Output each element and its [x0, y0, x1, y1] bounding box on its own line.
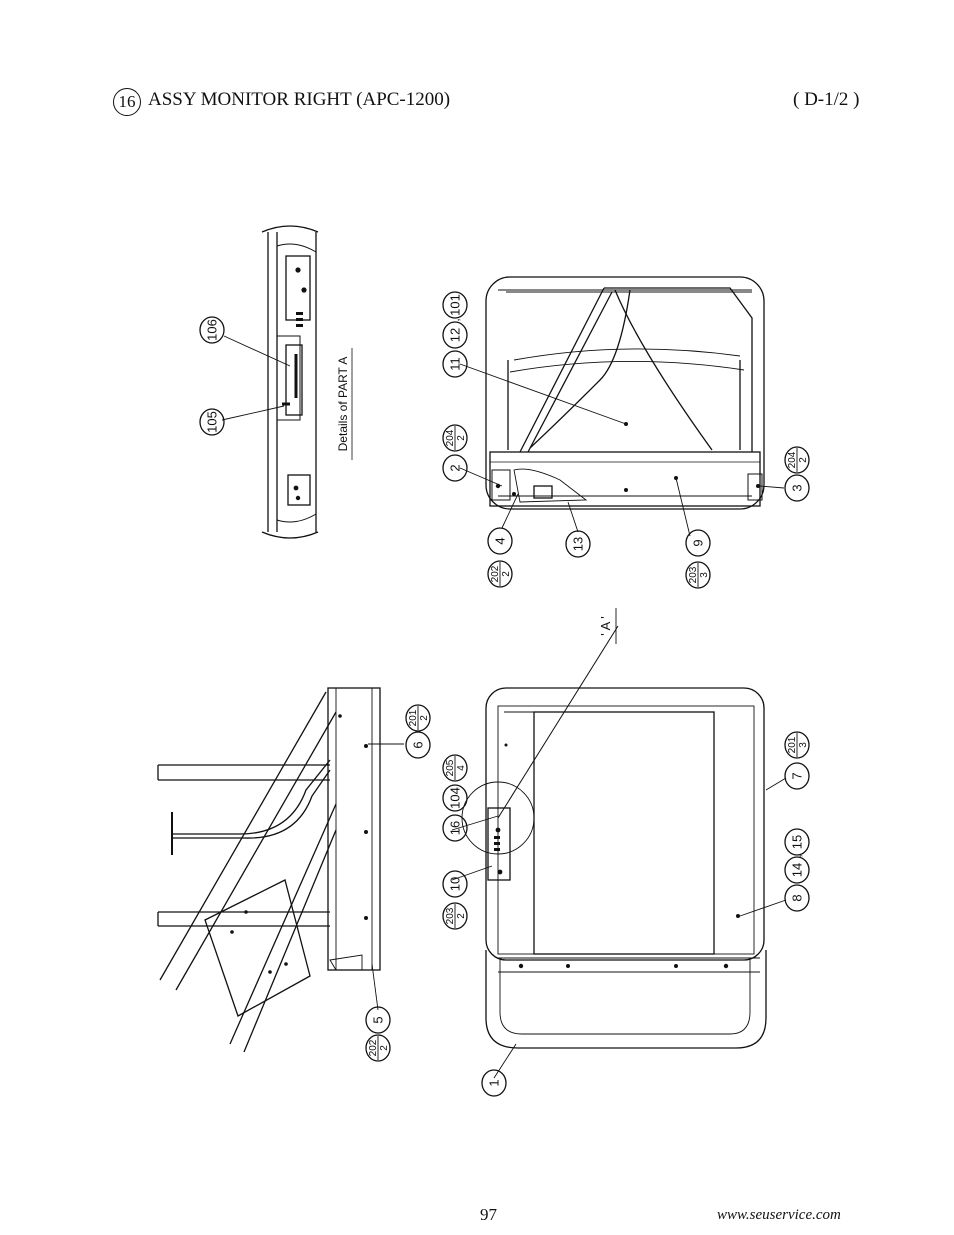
callout-9-label: 9	[691, 539, 706, 546]
side-view-drawing	[485, 276, 765, 510]
top-view-drawing	[157, 687, 381, 1053]
fraction-callout-203-3: 203 3	[685, 561, 711, 589]
callout-5-label: 5	[371, 1016, 386, 1023]
callout-14-label: 14	[790, 863, 805, 877]
front-view-drawing	[461, 625, 767, 1049]
website-url: www.seuservice.com	[717, 1207, 841, 1223]
callout-15-label: 15	[790, 835, 805, 849]
fraction-201-numerator: 201	[408, 709, 419, 726]
callout-11: 11	[442, 350, 468, 378]
fraction-callout-205-4: 205 4	[442, 754, 468, 782]
sheet-code: ( D-1/2 )	[793, 89, 860, 110]
callout-4-label: 4	[493, 537, 508, 544]
fraction-204-denominator: 2	[456, 435, 467, 441]
callout-8-label: 8	[790, 894, 805, 901]
page-title: ASSY MONITOR RIGHT (APC-1200)	[148, 89, 451, 110]
detail-part-a-drawing	[261, 225, 319, 539]
callout-105: 105	[199, 408, 225, 436]
detail-caption: Details of PART A	[336, 348, 353, 460]
callout-8: 8	[784, 884, 810, 912]
fraction-201-denominator: 3	[798, 742, 809, 748]
fraction-203-denominator: 2	[456, 913, 467, 919]
callout-105-label: 105	[205, 411, 220, 433]
callout-1-label: 1	[487, 1079, 502, 1086]
callout-101: 101	[442, 291, 468, 319]
fraction-callout-204-2-right: 204 2	[784, 446, 810, 474]
fraction-205-numerator: 205	[445, 759, 456, 776]
fraction-callout-202-2-upper: 202 2	[487, 560, 513, 588]
fraction-203-denominator: 3	[699, 572, 710, 578]
leader-lines	[221, 335, 787, 1079]
callout-6: 6	[405, 731, 431, 759]
callout-6-label: 6	[411, 741, 426, 748]
callout-7: 7	[784, 762, 810, 790]
fraction-204-denominator: 2	[798, 457, 809, 463]
fraction-204-numerator: 204	[445, 429, 456, 446]
comma-separator: ,	[450, 318, 462, 321]
fraction-204-numerator: 204	[787, 451, 798, 468]
callout-13: 13	[565, 530, 591, 558]
comma-separator: ,	[792, 854, 804, 857]
callout-1: 1	[481, 1069, 507, 1097]
fraction-202-denominator: 2	[501, 571, 512, 577]
callout-4: 4	[487, 527, 513, 555]
callout-10-label: 10	[448, 877, 463, 891]
fraction-callout-202-2-lower: 202 2	[365, 1034, 391, 1062]
callout-14: 14	[784, 856, 810, 884]
callout-12: 12	[442, 321, 468, 349]
callout-10: 10	[442, 870, 468, 898]
callout-104-label: 104	[448, 787, 463, 809]
callout-3-label: 3	[790, 484, 805, 491]
fraction-callout-201-2: 201 2	[405, 704, 431, 732]
callout-13-label: 13	[571, 537, 586, 551]
callout-11-label: 11	[448, 357, 463, 371]
callout-12-label: 12	[448, 328, 463, 342]
item-number-badge: 16	[113, 88, 141, 116]
page-number: 97	[480, 1205, 497, 1224]
callout-106: 106	[199, 316, 225, 344]
callout-101-label: 101	[448, 294, 463, 316]
part-a-label: ' A '	[598, 616, 613, 635]
fraction-203-numerator: 203	[445, 907, 456, 924]
fraction-202-numerator: 202	[368, 1039, 379, 1056]
callout-5: 5	[365, 1006, 391, 1034]
fraction-callout-204-2-upper: 204 2	[442, 424, 468, 452]
fraction-202-numerator: 202	[490, 565, 501, 582]
callout-16-label: 16	[448, 821, 463, 835]
fraction-201-denominator: 2	[419, 715, 430, 721]
fraction-202-denominator: 2	[379, 1045, 390, 1051]
fraction-callout-201-3: 201 3	[784, 731, 810, 759]
fraction-203-numerator: 203	[688, 566, 699, 583]
detail-caption-text: Details of PART A	[336, 357, 350, 452]
fraction-205-denominator: 4	[456, 765, 467, 771]
fraction-callout-203-2: 203 2	[442, 902, 468, 930]
callout-2-label: 2	[448, 464, 463, 471]
callout-106-label: 106	[205, 319, 220, 341]
fraction-201-numerator: 201	[787, 736, 798, 753]
callout-2: 2	[442, 454, 468, 482]
callout-9: 9	[685, 529, 711, 557]
callout-7-label: 7	[790, 772, 805, 779]
callout-15: 15	[784, 828, 810, 856]
callout-3: 3	[784, 474, 810, 502]
callout-104: 104	[442, 784, 468, 812]
part-a-marker: ' A '	[598, 608, 617, 644]
callout-16: 16	[442, 814, 468, 842]
